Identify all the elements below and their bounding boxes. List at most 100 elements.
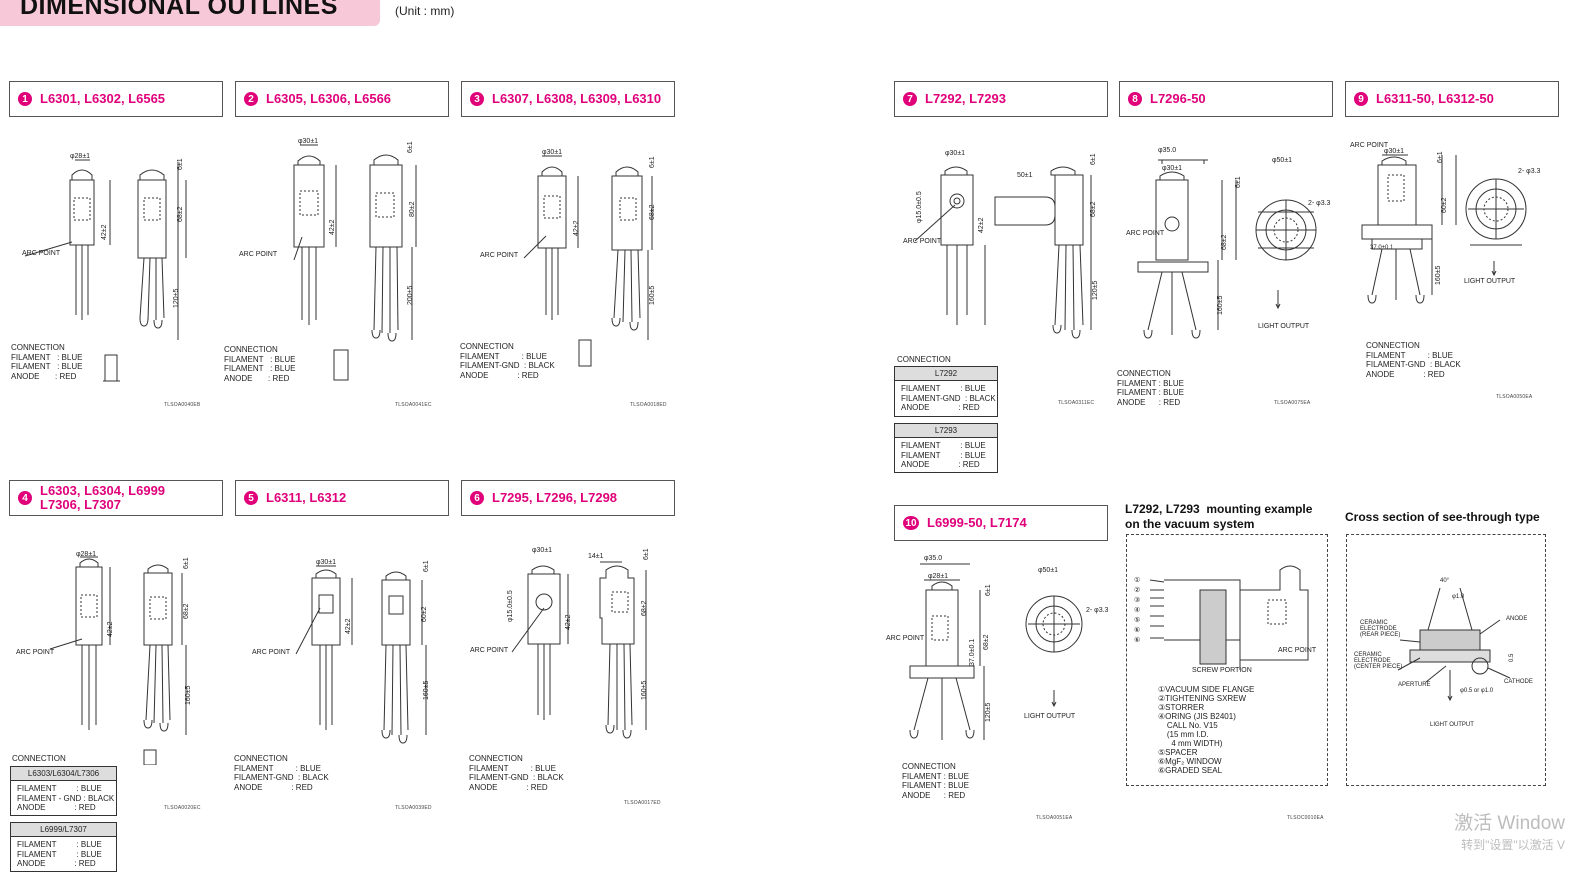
drawing-code-4: TLSOA0020EC — [164, 805, 201, 811]
panel-label-3: L6307, L6308, L6309, L6310 — [492, 91, 662, 106]
dim-base-9: 37.0±0.1 — [1370, 245, 1394, 251]
mounting-marker-2: ② — [1134, 586, 1140, 594]
angle-label: 40° — [1440, 578, 1450, 584]
outline-drawing-2: φ30±1 ARC POINT 42±2 80±2 200±5 6±1 — [239, 138, 417, 381]
dim-lead-9: 160±5 — [1435, 265, 1442, 285]
dim-flange-8: φ50±1 — [1272, 157, 1292, 164]
connection-text-6: CONNECTION FILAMENT : BLUE FILAMENT-GND … — [469, 754, 564, 792]
dim-lead-7: 120±5 — [1092, 280, 1099, 300]
dim-diameter-3: φ30±1 — [542, 149, 562, 156]
mounting-marker-6: ⑥ — [1134, 626, 1140, 634]
dim-window-6: φ15.0±0.5 — [507, 590, 514, 622]
panel-number-4: 4 — [18, 491, 32, 505]
dim-top-4: 6±1 — [183, 557, 190, 569]
panel-label-5: L6311, L6312 — [266, 490, 347, 505]
unit-note: (Unit : mm) — [395, 4, 455, 18]
mounting-marker-1: ① — [1134, 576, 1140, 584]
connection-table-7a-rows: FILAMENT : BLUE FILAMENT-GND : BLACK ANO… — [901, 384, 996, 412]
dim-height-9a: 60±2 — [1441, 197, 1448, 213]
dim-top-8: 6±1 — [1235, 176, 1242, 188]
dim-diameter-10: φ35.0 — [924, 555, 942, 562]
connection-table-7b-head: L7293 — [895, 424, 997, 438]
dim-height-1a: 42±2 — [101, 224, 108, 240]
panel-label-4: L6303, L6304, L6999 L7306, L7307 — [40, 483, 166, 512]
drawing-code-1: TLSOA0040EB — [164, 402, 201, 408]
dim-window-7: φ15.0±0.5 — [916, 191, 923, 223]
activation-watermark-sub: 转到"设置"以激活 V — [1461, 838, 1565, 852]
mounting-marker-4: ④ — [1134, 606, 1140, 614]
mounting-example-box — [1126, 534, 1328, 786]
aperture-diameter: φ1.0 — [1452, 594, 1465, 600]
dim-diameter-9: φ30±1 — [1384, 148, 1404, 155]
drawing-code-6: TLSOA0017ED — [624, 800, 661, 806]
connection-text-9: CONNECTION FILAMENT : BLUE FILAMENT-GND … — [1366, 341, 1461, 379]
panel-number-9: 9 — [1354, 92, 1368, 106]
connection-table-4a-head: L6303/L6304/L7306 — [11, 767, 116, 781]
anode-label: ANODE — [1506, 616, 1527, 622]
mounting-drawing: ① ② ③ ④ ⑤ ⑥ ⑥ SCREW PORTION ARC POINT — [1134, 565, 1317, 674]
dim-height-3a: 42±2 — [573, 220, 580, 236]
aperture-label: APERTURE — [1398, 682, 1431, 688]
arc-point-3: ARC POINT — [480, 252, 519, 259]
panel-header-9: 9 L6311-50, L6312-50 — [1345, 81, 1559, 117]
connection-text-1: CONNECTION FILAMENT : BLUE FILAMENT : BL… — [11, 343, 83, 381]
panel-label-1: L6301, L6302, L6565 — [40, 91, 166, 106]
dim-lead-3: 160±5 — [649, 285, 656, 305]
connection-text-3: CONNECTION FILAMENT : BLUE FILAMENT-GND … — [460, 342, 555, 380]
mounting-marker-5: ⑤ — [1134, 616, 1140, 624]
dim-top-6: 6±1 — [643, 548, 650, 560]
dim-flange-10: φ50±1 — [1038, 567, 1058, 574]
dim-diameter-10b: φ28±1 — [928, 573, 948, 580]
light-output-8: LIGHT OUTPUT — [1258, 323, 1310, 330]
panel-header-5: 5 L6311, L6312 — [235, 480, 449, 516]
page-title: DIMENSIONAL OUTLINES — [20, 0, 338, 20]
connection-table-4b-head: L6999/L7307 — [11, 823, 116, 837]
panel-header-6: 6 L7295, L7296, L7298 — [461, 480, 675, 516]
connection-table-4b: L6999/L7307 FILAMENT : BLUE FILAMENT : B… — [10, 822, 117, 872]
dim-height-5a: 42±2 — [345, 618, 352, 634]
cross-light-output: LIGHT OUTPUT — [1430, 722, 1474, 728]
dim-diameter-6: φ30±1 — [532, 547, 552, 554]
dim-top-7: 6±1 — [1090, 153, 1097, 165]
panel-header-7: 7 L7292, L7293 — [894, 81, 1108, 117]
panel-label-8: L7296-50 — [1150, 91, 1206, 106]
mounting-code: TLSOC0010EA — [1287, 815, 1324, 821]
connection-label-4: CONNECTION — [12, 754, 66, 763]
dim-lead-4: 160±5 — [185, 685, 192, 705]
dim-height-2a: 42±2 — [329, 219, 336, 235]
title-banner — [0, 0, 380, 26]
dim-top-1: 6±1 — [177, 158, 184, 170]
panel-label-10: L6999-50, L7174 — [927, 515, 1027, 530]
drawing-code-2: TLSOA0041EC — [395, 402, 432, 408]
panel-number-6: 6 — [470, 491, 484, 505]
cross-section-box — [1346, 534, 1546, 786]
drawing-code-5: TLSOA0039ED — [395, 805, 432, 811]
outline-drawing-3: φ30±1 ARC POINT 42±2 68±2 160±5 6±1 — [480, 149, 656, 367]
dim-diameter-5: φ30±1 — [316, 559, 336, 566]
dim-height-3b: 68±2 — [649, 204, 656, 220]
dim-diameter-7: φ30±1 — [945, 150, 965, 157]
panel-header-10: 10 L6999-50, L7174 — [894, 505, 1108, 541]
dim-diameter-4: φ28±1 — [76, 551, 96, 558]
connection-table-7a-head: L7292 — [895, 367, 997, 381]
outline-drawing-8: φ35.0 φ30±1 φ50±1 2- φ3.3 ARC POINT LIGH… — [1126, 147, 1331, 339]
arc-point-8: ARC POINT — [1126, 230, 1165, 237]
connection-text-2: CONNECTION FILAMENT : BLUE FILAMENT : BL… — [224, 345, 296, 383]
connection-table-7a: L7292 FILAMENT : BLUE FILAMENT-GND : BLA… — [894, 366, 998, 417]
dim-top-5: 6±1 — [423, 560, 430, 572]
panel-header-2: 2 L6305, L6306, L6566 — [235, 81, 449, 117]
connection-text-5: CONNECTION FILAMENT : BLUE FILAMENT-GND … — [234, 754, 329, 792]
dim-holes-8: 2- φ3.3 — [1308, 200, 1331, 207]
dim-top-2: 6±1 — [407, 141, 414, 153]
panel-number-10: 10 — [903, 516, 919, 530]
dim-height-1b: 68±2 — [177, 206, 184, 222]
dim-height-7a: 42±2 — [978, 217, 985, 233]
drawing-code-3: TLSOA0018ED — [630, 402, 667, 408]
arc-point-9: ARC POINT — [1350, 142, 1389, 149]
outline-drawing-4: φ28±1 ARC POINT 42±2 68±2 160±5 6±1 — [16, 551, 192, 765]
dim-lead-2: 200±5 — [407, 285, 414, 305]
panel-header-4: 4 L6303, L6304, L6999 L7306, L7307 — [9, 480, 223, 516]
cross-section-title: Cross section of see-through type — [1345, 510, 1540, 524]
